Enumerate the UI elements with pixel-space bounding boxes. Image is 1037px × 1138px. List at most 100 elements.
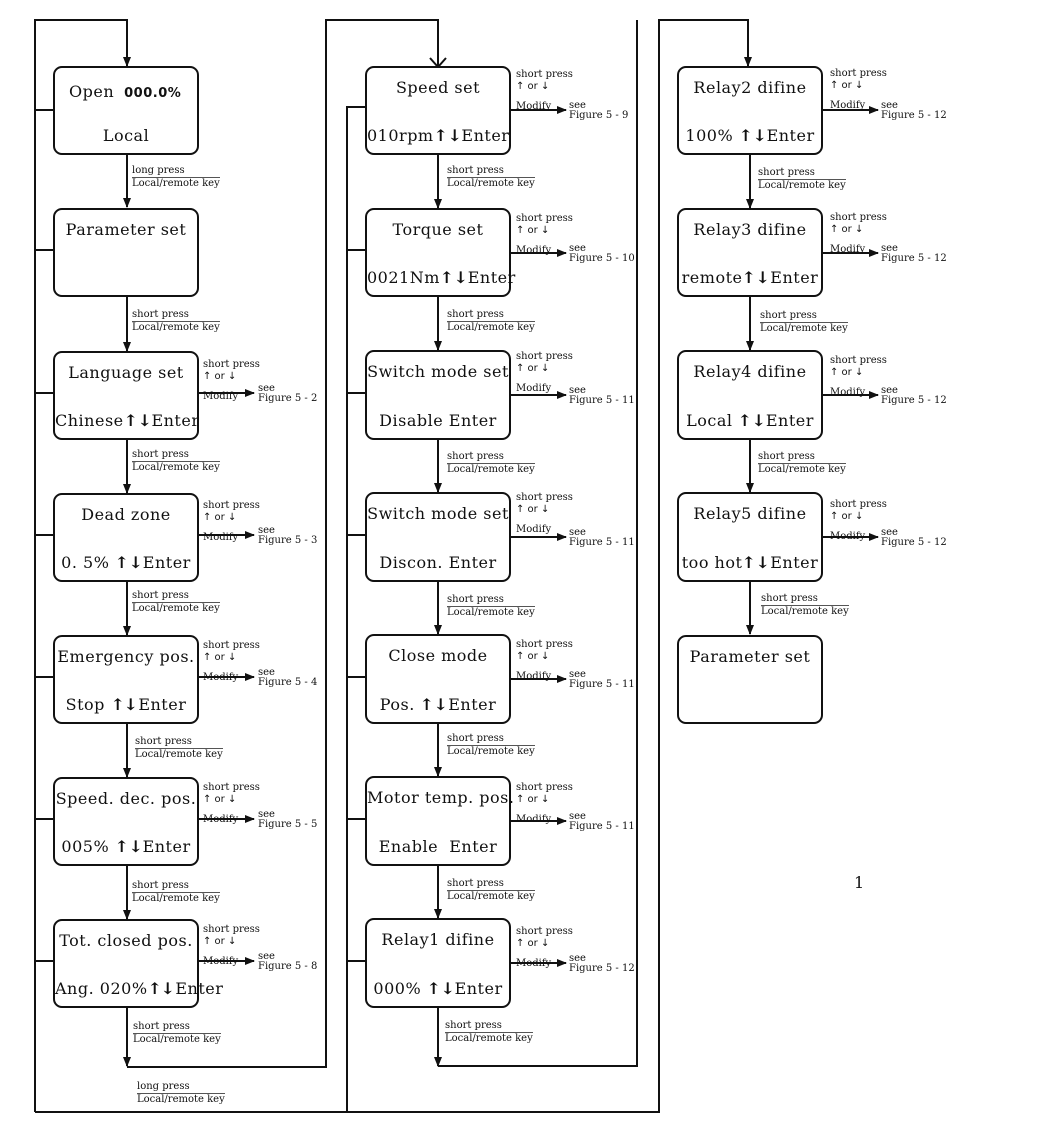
enter-label: Enter [449,837,498,856]
torque-set-value: 0021Nm [367,268,440,287]
enter-label: Enter [142,837,191,856]
torque-set-box: Torque set 0021Nm↑↓Enter [365,208,515,297]
short-press-label: short press [447,451,535,464]
see-label: see [569,527,586,538]
speed-set-title: Speed set [395,78,481,97]
short-press-label: short press [516,213,573,224]
short-press-label: short press [758,167,846,180]
arrow-down-icon: ↓ [127,553,144,572]
short-press-label: short press [135,736,223,749]
arrow-up-icon: ↑ [432,126,449,145]
speed-set-value: 010rpm [367,126,434,145]
arrow-down-icon: ↓ [751,126,768,145]
connector-line [127,19,439,1068]
side-label: short press↑ or ↓Modify [203,782,260,826]
modify-label: Modify [516,958,552,969]
local-remote-key-label: Local/remote key [758,464,846,475]
arrow-down-icon: ↓ [439,979,456,998]
close-mode-box: Close mode Pos. ↑↓Enter [365,634,511,724]
local-remote-key-label: Local/remote key [133,1034,221,1045]
tot-closed-pos-value: Ang. 020% [55,979,148,998]
arrow-down-icon: ↓ [136,411,153,430]
relay3-define-title: Relay3 difine [693,220,807,239]
enter-label: Enter [448,695,497,714]
modify-label: Modify [830,387,866,398]
arrow-down-icon: ↓ [750,411,767,430]
local-remote-key-label: Local/remote key [445,1033,533,1044]
arrow-down-icon: ↓ [127,837,144,856]
tot-closed-pos-box: Tot. closed pos. Ang. 020%↑↓Enter [53,919,223,1008]
relay3-define-value: remote [681,268,743,287]
short-press-label: short press [830,212,887,223]
switch-mode-set-value: Disable [379,411,444,430]
arrow-up-icon: ↑ [146,979,163,998]
short-press-label: short press [203,924,260,935]
local-remote-key-label: Local/remote key [132,893,220,904]
relay5-define-title: Relay5 difine [693,504,807,523]
modify-label: Modify [203,532,239,543]
side-label: short press↑ or ↓Modify [516,782,573,826]
speed-dec-pos-title: Speed. dec. pos. [55,789,197,808]
short-press-label: short press [203,359,260,370]
up-or-down-label: ↑ or ↓ [516,794,550,805]
short-press-label: short press [761,593,849,606]
modify-label: Modify [203,956,239,967]
see-label: see [258,951,275,962]
relay2-define-title: Relay2 difine [693,78,807,97]
short-press-label: short press [830,499,887,510]
up-or-down-label: ↑ or ↓ [830,367,864,378]
local-remote-key-label: Local/remote key [447,746,535,757]
language-set-box: Language set Chinese↑↓Enter [53,351,199,440]
arrow-up-icon: ↑ [737,411,754,430]
figure-ref-label: Figure 5 - 11 [569,679,635,690]
modify-label: Modify [516,671,552,682]
local-remote-key-label: Local/remote key [132,462,220,473]
arrow-up-icon: ↑ [741,553,758,572]
arrow-up-icon: ↑ [122,411,139,430]
up-or-down-label: ↑ or ↓ [830,224,864,235]
dead-zone-title: Dead zone [81,505,171,524]
relay5-define-value: too hot [681,553,743,572]
speed-set-box: Speed set 010rpm↑↓Enter [365,66,511,155]
local-remote-key-label: Local/remote key [758,180,846,191]
parameter-set-end-box: Parameter set [677,635,823,724]
emergency-pos-title: Emergency pos. [57,647,195,666]
short-press-label: short press [758,451,846,464]
long-press-label: long press [137,1081,225,1094]
parameter-set-box: Parameter set [53,208,199,297]
relay1-define-value: 000% [373,979,422,998]
modify-label: Modify [203,672,239,683]
local-remote-key-label: Local/remote key [447,322,535,333]
modify-label: Modify [516,383,552,394]
up-or-down-label: ↑ or ↓ [516,363,550,374]
short-press-label: short press [447,878,535,891]
see-label: see [569,100,586,111]
short-press-label: short press [516,492,573,503]
speed-dec-pos-value: 005% [61,837,110,856]
local-remote-key-label: Local/remote key [135,749,223,760]
up-or-down-label: ↑ or ↓ [203,652,237,663]
short-press-label: short press [132,880,220,893]
local-remote-key-label: Local/remote key [447,607,535,618]
local-remote-key-label: Local/remote key [447,178,535,189]
see-label: see [569,669,586,680]
relay1-define-title: Relay1 difine [381,930,495,949]
short-press-label: short press [133,1021,221,1034]
enter-label: Enter [770,553,819,572]
see-label: see [258,525,275,536]
motor-temp-pos-title: Motor temp. pos. [367,788,515,807]
relay4-define-value: Local [686,411,733,430]
switch-mode-set-box: Switch mode set Disable Enter [365,350,511,440]
